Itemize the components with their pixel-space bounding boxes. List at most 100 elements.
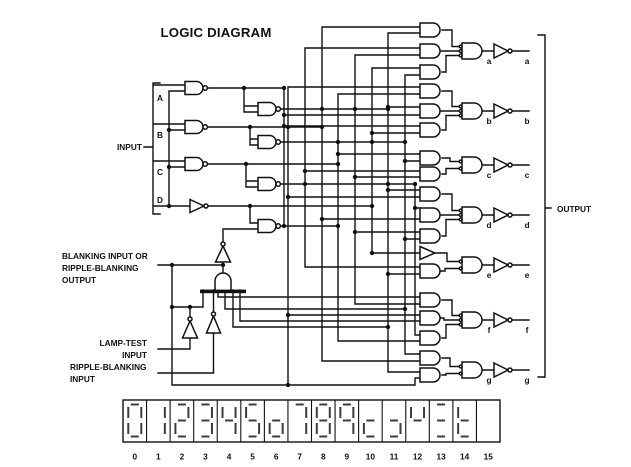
- junction-dot: [169, 304, 175, 310]
- junction-dot: [241, 85, 247, 91]
- segment-label-outer-f: f: [526, 325, 529, 335]
- and-term-13: [419, 310, 441, 326]
- junction-dot: [247, 203, 253, 209]
- junction-dot: [352, 174, 358, 180]
- junction-dot: [281, 123, 287, 129]
- junction-dot: [369, 250, 375, 256]
- nand-input-a: [184, 80, 204, 96]
- display-position-number-0: 0: [132, 452, 137, 462]
- blanking-label-line0: BLANKING INPUT OR: [62, 251, 148, 261]
- nand-stage2-1: [257, 134, 277, 150]
- display-position-number-2: 2: [180, 452, 185, 462]
- junction-dot: [281, 85, 287, 91]
- collector-f: [461, 311, 483, 329]
- input-bubble: [458, 313, 463, 318]
- display-digit-0: [127, 403, 143, 438]
- input-bubble: [458, 317, 463, 323]
- display-position-number-11: 11: [390, 452, 399, 462]
- display-position-number-15: 15: [484, 452, 494, 462]
- display-position-number-10: 10: [366, 452, 376, 462]
- collector-b: [461, 102, 483, 120]
- nand-input-c-bubble: [202, 161, 209, 167]
- ripple-blanking-label-line1: INPUT: [70, 374, 95, 384]
- nand-stage2-3: [257, 218, 277, 234]
- collector-c: [461, 156, 483, 174]
- inverter-out-g-bubble: [507, 367, 513, 373]
- nand-stage2-0-bubble: [275, 106, 282, 112]
- junction-dot: [352, 229, 358, 235]
- lamp-test-label-line0: LAMP-TEST: [100, 338, 147, 348]
- junction-dot: [402, 236, 408, 242]
- segment-label-outer-g: g: [524, 375, 529, 385]
- output-section-label: OUTPUT: [557, 204, 591, 214]
- and-term-2: [419, 64, 441, 80]
- inverter-input-d: [189, 198, 206, 214]
- junction-dot: [285, 194, 291, 200]
- segment-label-outer-c: c: [525, 170, 530, 180]
- junction-dot: [352, 106, 358, 112]
- blanking-nand-bar: [200, 289, 246, 294]
- display-digit-9: [339, 403, 355, 434]
- and-term-16: [419, 367, 441, 383]
- buffer-segment-e: [419, 245, 437, 261]
- and-term-5: [419, 122, 441, 138]
- input-bubble: [458, 166, 463, 171]
- input-section-label: INPUT: [117, 142, 142, 152]
- display-position-number-13: 13: [436, 452, 446, 462]
- segment-label-inner-d: d: [486, 220, 491, 230]
- junction-dot: [166, 127, 172, 133]
- inverter-out-b-bubble: [507, 108, 513, 114]
- junction-dot: [385, 271, 391, 277]
- input-bubble: [458, 104, 463, 109]
- display-digit-11: [389, 419, 402, 438]
- junction-dot: [335, 161, 341, 167]
- nand-input-b-bubble: [202, 124, 209, 130]
- inverter-out-d: [493, 206, 510, 224]
- display-position-number-12: 12: [413, 452, 423, 462]
- collector-d: [461, 206, 483, 224]
- display-digit-5: [245, 403, 261, 438]
- and-term-4: [419, 103, 441, 119]
- inverter-out-e-bubble: [507, 262, 513, 268]
- collector-e: [461, 256, 483, 274]
- display-digit-7: [295, 403, 308, 434]
- junction-dot: [247, 124, 253, 130]
- junction-dot: [402, 139, 408, 145]
- nand-stage2-0: [257, 101, 277, 117]
- input-bubble: [458, 53, 463, 58]
- inverter-out-d-bubble: [507, 212, 513, 218]
- inverter-bi-rbo-bubble: [220, 241, 226, 247]
- segment-label-outer-e: e: [525, 270, 530, 280]
- and-term-6: [419, 150, 441, 166]
- segment-label-inner-c: c: [487, 170, 492, 180]
- pin-label-c: C: [157, 167, 163, 177]
- inverter-out-c: [493, 156, 510, 174]
- inverter-input-d-bubble: [203, 203, 209, 209]
- and-term-14: [419, 330, 441, 346]
- junction-dot: [385, 181, 391, 187]
- input-bubble: [458, 208, 463, 213]
- page-title: LOGIC DIAGRAM: [160, 25, 271, 40]
- display-digit-14: [457, 407, 469, 438]
- segment-label-inner-f: f: [488, 325, 491, 335]
- wires: [143, 26, 552, 386]
- display-digit-13: [437, 403, 446, 438]
- segment-label-outer-b: b: [524, 116, 529, 126]
- junction-dot: [285, 124, 291, 130]
- and-term-12: [419, 292, 441, 308]
- segment-label-inner-a: a: [487, 56, 492, 66]
- wire-net: [143, 26, 552, 386]
- segment-label-inner-b: b: [486, 116, 491, 126]
- junction-dot: [285, 382, 291, 388]
- inverter-lamp-test: [181, 319, 199, 339]
- and-term-7: [419, 166, 441, 182]
- inverter-ripple-blanking-bubble: [210, 311, 217, 317]
- junction-dot: [281, 223, 287, 229]
- input-bubble: [458, 364, 463, 369]
- inverter-out-e: [493, 256, 510, 274]
- and-term-10: [419, 228, 441, 244]
- display-digit-6: [268, 419, 284, 438]
- blanking-label-line2: OUTPUT: [62, 275, 96, 285]
- input-bubble: [458, 217, 463, 222]
